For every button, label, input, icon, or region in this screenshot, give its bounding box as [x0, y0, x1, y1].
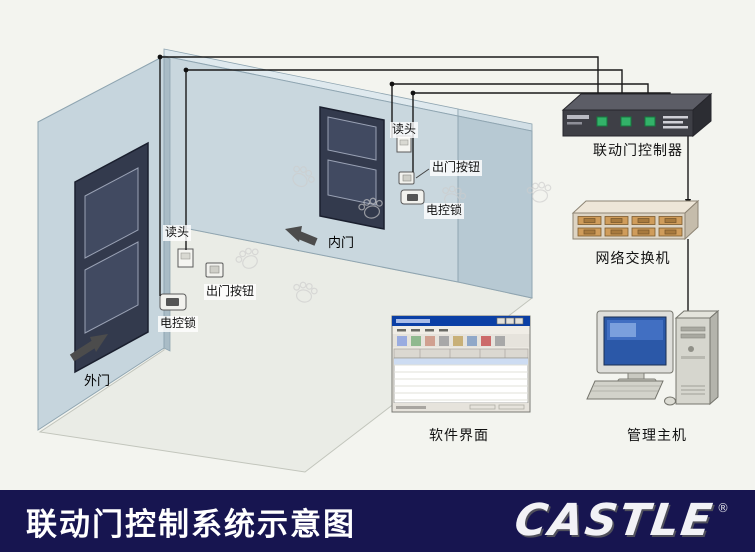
brand-logo-text: CASTLE	[511, 495, 717, 546]
brand-logo: CASTLE ®	[511, 495, 729, 546]
controller-indicator	[644, 116, 656, 127]
software-titlebar	[392, 316, 530, 326]
software-window	[391, 315, 531, 413]
inner-door	[319, 106, 385, 230]
controller-indicator	[596, 116, 608, 127]
right-wall-face	[457, 115, 533, 299]
inner-door-reader-label: 读头	[390, 122, 419, 138]
mouse	[664, 396, 676, 406]
inner-door-exit-button-label: 出门按钮	[430, 160, 483, 176]
page-title: 联动门控制系统示意图	[26, 506, 356, 543]
keyboard	[586, 380, 664, 400]
inner-door-arrow	[285, 226, 318, 246]
controller-device	[561, 92, 713, 138]
outer-door-lock-label: 电控锁	[158, 316, 199, 332]
outer-door-arrow	[69, 334, 108, 362]
outer-door-lock-device	[159, 293, 187, 311]
inner-door-lock-label: 电控锁	[424, 203, 465, 219]
outer-door	[74, 141, 149, 374]
wiring-junction-dots	[157, 54, 416, 96]
inner-door-lock-device	[400, 189, 425, 205]
outer-door-label: 外门	[84, 374, 111, 389]
controller-indicator	[620, 116, 632, 127]
outer-door-reader-label: 读头	[163, 225, 192, 241]
controller-brand-mark	[567, 115, 589, 119]
software-caption: 软件界面	[429, 428, 489, 444]
host-computer	[586, 309, 720, 406]
inner-door-label: 内门	[328, 236, 355, 251]
title-banner: 联动门控制系统示意图 CASTLE ®	[0, 490, 755, 552]
scene-drawing	[37, 48, 720, 473]
outer-door-reader-device	[177, 248, 194, 268]
inner-door-reader-device	[396, 135, 412, 153]
switch-ports	[577, 216, 683, 237]
network-switch-caption: 网络交换机	[595, 251, 671, 267]
outer-door-exit-button-label: 出门按钮	[204, 284, 257, 300]
controller-caption: 联动门控制器	[593, 143, 683, 159]
registered-mark: ®	[717, 501, 729, 515]
network-switch-device	[571, 199, 700, 241]
outer-door-exit-button-device	[205, 262, 224, 278]
tower-side	[709, 309, 719, 406]
host-caption: 管理主机	[627, 428, 687, 444]
inner-door-exit-button-device	[398, 168, 430, 185]
